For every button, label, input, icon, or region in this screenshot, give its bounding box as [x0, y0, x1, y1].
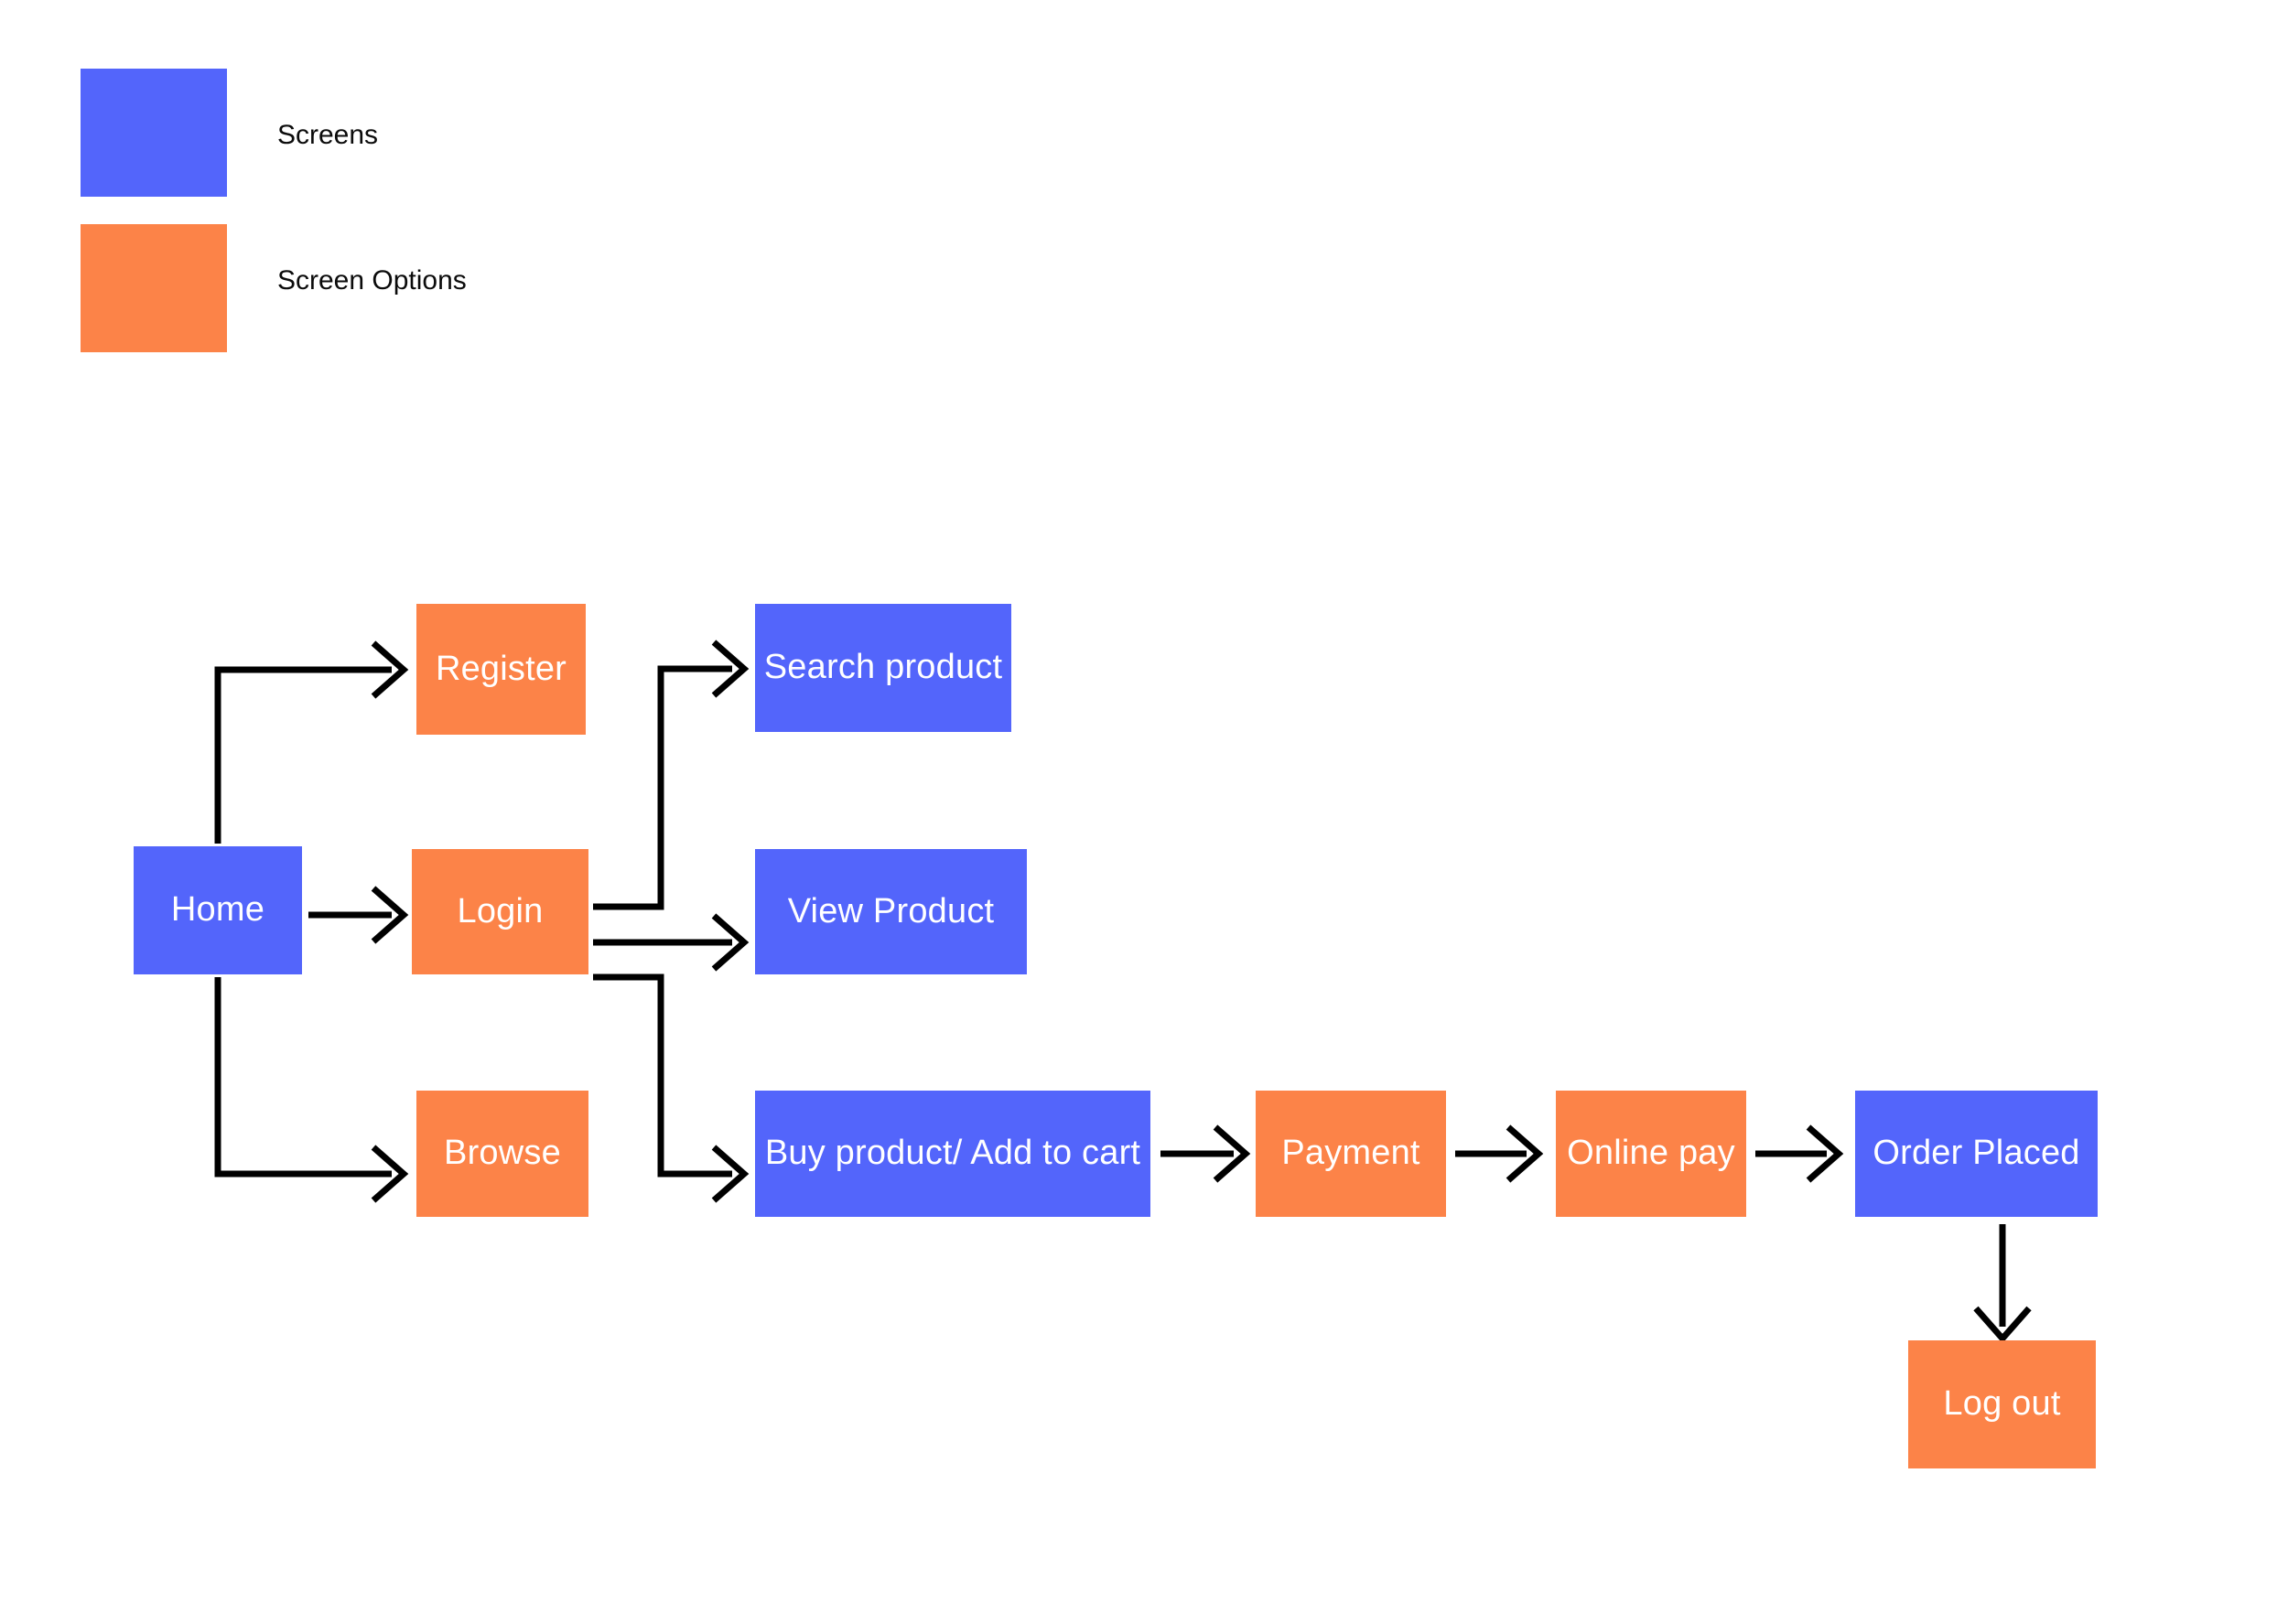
edge-login-to-buy [593, 973, 750, 1203]
edge-payment-to-onlinepay [1455, 1124, 1544, 1183]
node-register[interactable]: Register [416, 604, 586, 735]
legend-swatch-screen-options [81, 224, 227, 352]
node-log-out[interactable]: Log out [1908, 1340, 2096, 1468]
node-login[interactable]: Login [412, 849, 588, 974]
node-online-pay[interactable]: Online pay [1556, 1091, 1746, 1217]
node-buy-product-add-to-cart[interactable]: Buy product/ Add to cart [755, 1091, 1150, 1217]
node-search-product[interactable]: Search product [755, 604, 1011, 732]
legend-label-screen-options: Screen Options [277, 265, 467, 296]
edge-buy-to-payment [1160, 1124, 1251, 1183]
edge-login-to-view [593, 913, 750, 972]
legend-swatch-screens [81, 69, 227, 197]
edge-home-to-register [214, 640, 409, 844]
node-home[interactable]: Home [134, 846, 302, 974]
legend-label-screens: Screens [277, 120, 379, 150]
edge-home-to-login [308, 886, 409, 944]
edge-onlinepay-to-orderplaced [1755, 1124, 1844, 1183]
node-payment[interactable]: Payment [1256, 1091, 1446, 1217]
edge-home-to-browse [214, 977, 409, 1203]
node-order-placed[interactable]: Order Placed [1855, 1091, 2098, 1217]
edge-login-to-search [593, 640, 750, 910]
edge-orderplaced-to-logout [1973, 1224, 2032, 1344]
node-browse[interactable]: Browse [416, 1091, 588, 1217]
node-view-product[interactable]: View Product [755, 849, 1027, 974]
